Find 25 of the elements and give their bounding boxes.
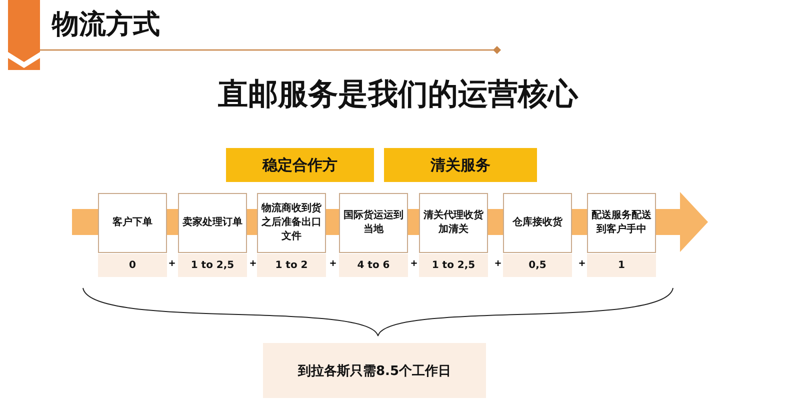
plus-sign: + — [409, 259, 419, 269]
page-title: 物流方式 — [52, 8, 160, 42]
total-box: 到拉各斯只需8.5个工作日 — [263, 343, 486, 398]
process-box: 国际货运运到当地 — [339, 193, 408, 253]
plus-sign: + — [328, 259, 338, 269]
duration-box: 0,5 — [503, 254, 572, 277]
plus-sign: + — [167, 259, 177, 269]
plus-sign: + — [493, 259, 503, 269]
process-box: 仓库接收货 — [503, 193, 572, 253]
process-box: 清关代理收货加清关 — [419, 193, 488, 253]
heading: 直邮服务是我们的运营核心 — [217, 76, 580, 114]
duration-box: 1 to 2 — [257, 254, 326, 277]
duration-box: 1 to 2,5 — [419, 254, 488, 277]
process-box: 物流商收到货之后准备出口文件 — [257, 193, 326, 253]
banner-label: 稳定合作方 — [226, 148, 374, 182]
plus-sign: + — [248, 259, 258, 269]
process-box: 配送服务配送到客户手中 — [587, 193, 656, 253]
duration-box: 1 — [587, 254, 656, 277]
plus-sign: + — [577, 259, 587, 269]
duration-box: 1 to 2,5 — [178, 254, 247, 277]
process-box: 客户下单 — [98, 193, 167, 253]
duration-box: 4 to 6 — [339, 254, 408, 277]
process-box: 卖家处理订单 — [178, 193, 247, 253]
duration-box: 0 — [98, 254, 167, 277]
banner-label: 清关服务 — [384, 148, 537, 182]
